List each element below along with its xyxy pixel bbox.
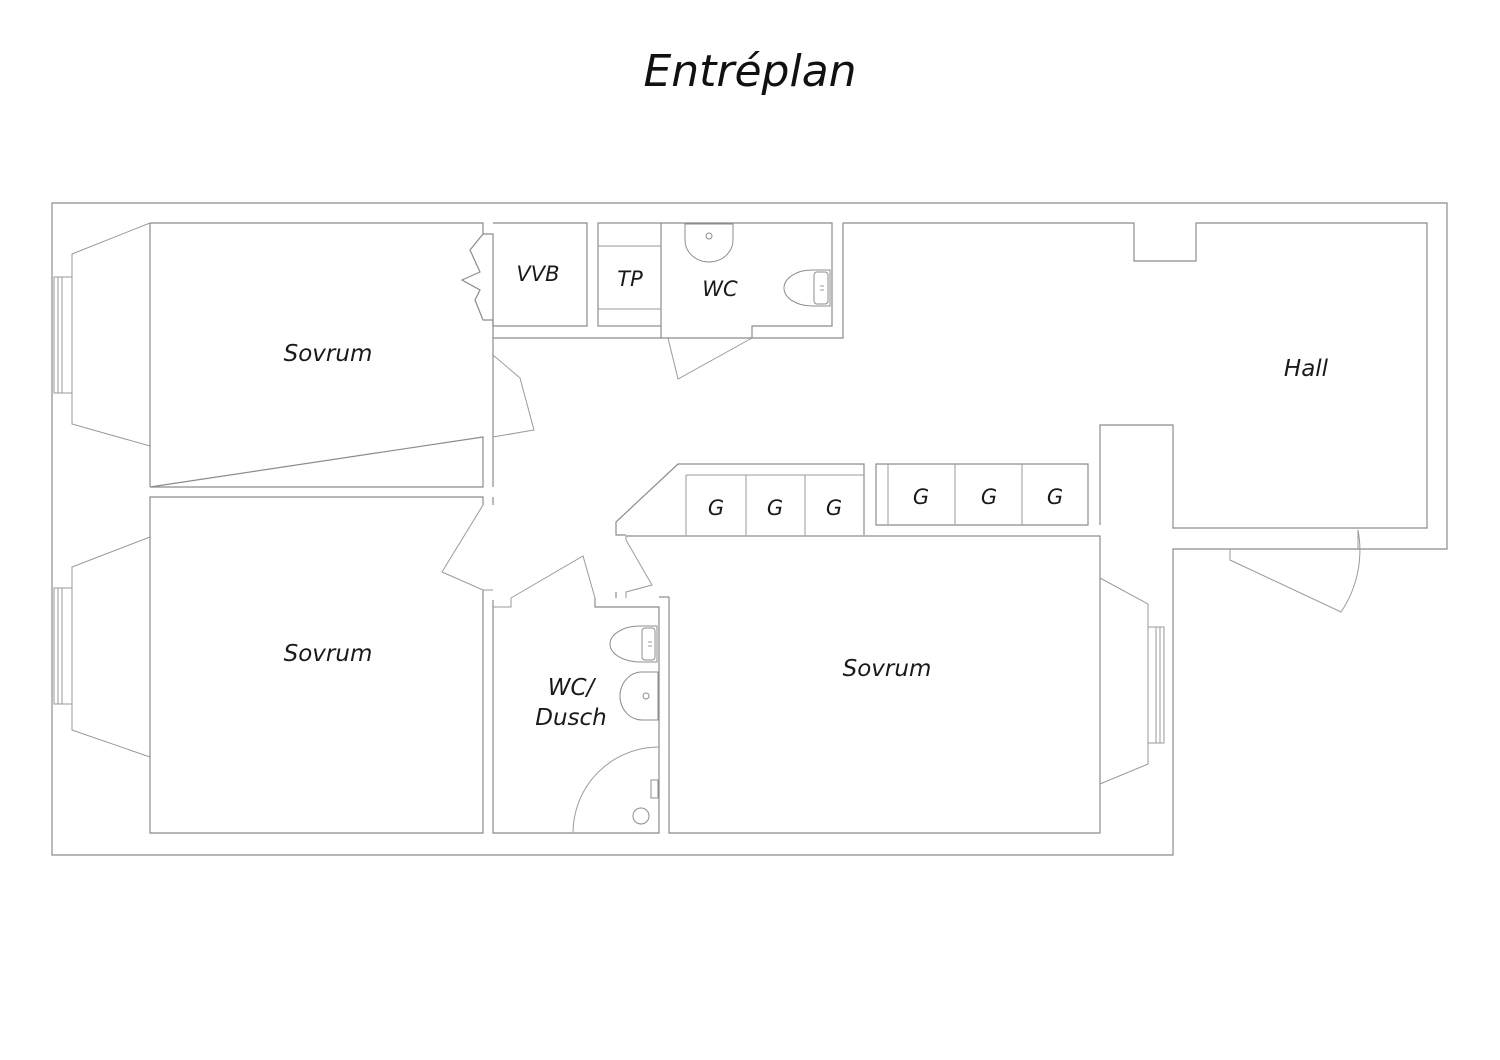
room-label-vvb: VVB (516, 262, 559, 286)
hall-outline (493, 222, 1428, 529)
wc-dusch-sink-icon (619, 671, 659, 721)
room-label-wc-dusch-line1: WC/ (548, 675, 597, 701)
bedroom-2-door (441, 504, 493, 591)
wc-dusch-door (493, 555, 596, 608)
bedroom-3-door (625, 536, 653, 598)
tp-closet (597, 222, 662, 327)
bedroom-3-outline (626, 535, 1101, 834)
wc-sink-icon (684, 223, 734, 263)
closet-label: G (767, 496, 783, 520)
room-label-bedroom-1: Sovrum (284, 341, 373, 367)
closet-label: G (826, 496, 842, 520)
room-label-hall: Hall (1284, 356, 1329, 382)
window-bay-lower-left (53, 536, 151, 758)
window-bay-right (1099, 577, 1165, 785)
wc-door (667, 337, 753, 380)
bedroom-1-door (492, 354, 535, 438)
closet-group-right (875, 463, 1089, 526)
entrance-door (1229, 529, 1361, 613)
closet-label: G (981, 485, 997, 509)
closet-label: G (708, 496, 724, 520)
room-label-wc-dusch-line2: Dusch (535, 705, 607, 731)
room-label-tp: TP (617, 267, 643, 291)
vvb-closet (460, 222, 588, 327)
outer-wall (51, 202, 1448, 856)
closet-group-left (615, 463, 865, 536)
wc-dusch-outline (492, 598, 660, 834)
page-title: Entréplan (643, 46, 857, 97)
room-label-bedroom-2: Sovrum (284, 641, 373, 667)
shower-drain-icon (632, 807, 650, 825)
wc-toilet-icon (783, 269, 831, 307)
shower-icon (572, 746, 660, 834)
wc-room (660, 222, 833, 338)
room-label-bedroom-3: Sovrum (843, 656, 932, 682)
window-bay-upper-left (53, 222, 151, 447)
bedroom-2-outline (149, 496, 484, 834)
shower-mixer-icon (650, 779, 659, 799)
room-label-wc: WC (702, 277, 738, 301)
closet-label: G (913, 485, 929, 509)
wc-dusch-toilet-icon (609, 625, 658, 663)
closet-label: G (1047, 485, 1063, 509)
